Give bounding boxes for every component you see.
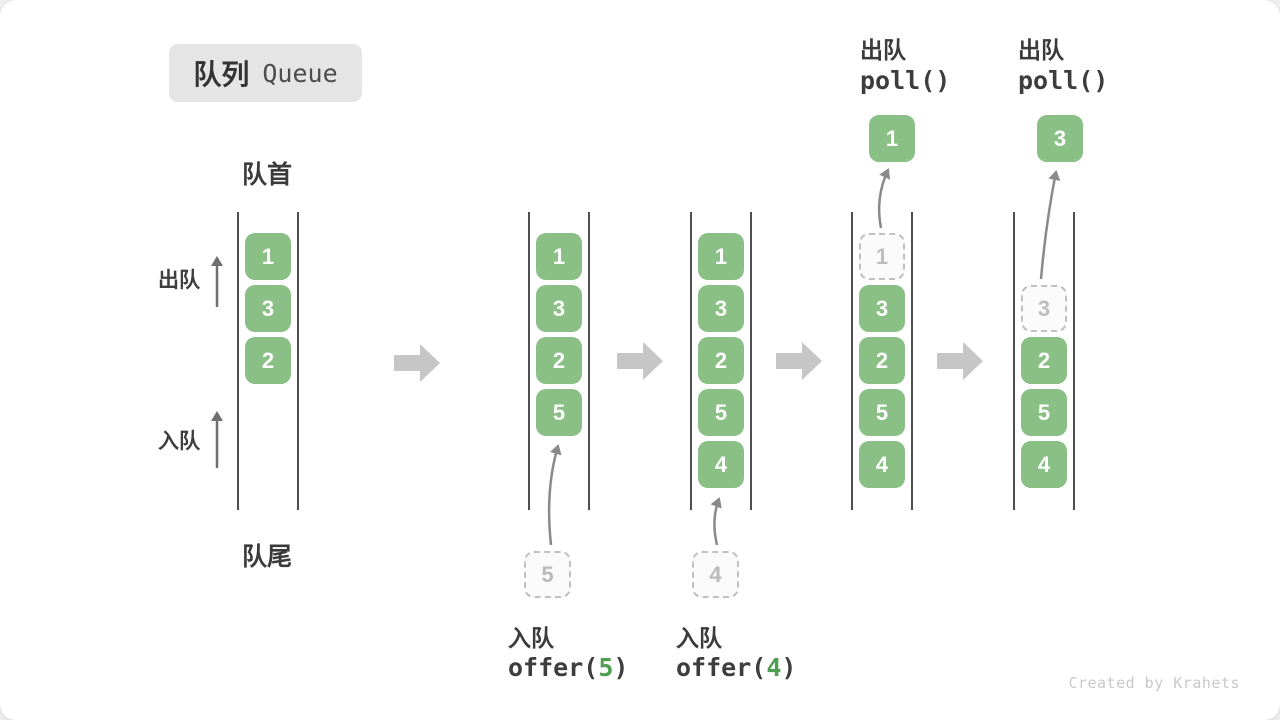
queue-wall-line	[750, 212, 752, 510]
queue-wall-line	[1013, 212, 1015, 510]
dequeue-op-code: poll()	[860, 66, 951, 95]
queue-cell: 4	[698, 441, 744, 488]
poll-arrow-icon	[877, 168, 891, 229]
queue-cell: 2	[859, 337, 905, 384]
front-label: 队首	[242, 161, 293, 189]
pending-cell: 4	[692, 551, 739, 598]
enqueue-op-label: 入队	[508, 625, 554, 651]
code-text: )	[613, 653, 629, 682]
queue-wall-line	[1073, 212, 1075, 510]
code-text: offer(	[676, 653, 767, 682]
code-arg: 5	[598, 653, 614, 682]
enqueue-op-code: offer(4)	[676, 653, 796, 682]
queue-cell: 3	[536, 285, 582, 332]
title-zh: 队列	[193, 59, 250, 90]
block-arrow-right-icon	[394, 344, 440, 382]
enqueue-side-label: 入队	[158, 430, 200, 453]
queue-wall-line	[851, 212, 853, 510]
enqueue-op-label: 入队	[676, 625, 722, 651]
queue-cell: 4	[1021, 441, 1067, 488]
code-arg: 4	[766, 653, 782, 682]
popped-cell: 1	[869, 115, 915, 162]
block-arrow-right-icon	[617, 342, 663, 380]
queue-cell: 3	[245, 285, 291, 332]
queue-cell-removed: 3	[1021, 285, 1067, 332]
queue-cell: 1	[536, 233, 582, 280]
queue-cell: 1	[698, 233, 744, 280]
queue-wall-line	[237, 212, 239, 510]
queue-cell: 5	[859, 389, 905, 436]
code-text: )	[781, 653, 797, 682]
queue-cell: 4	[859, 441, 905, 488]
queue-cell: 2	[1021, 337, 1067, 384]
pending-cell: 5	[524, 551, 571, 598]
dequeue-op-label: 出队	[860, 37, 906, 63]
block-arrow-right-icon	[937, 342, 983, 380]
dequeue-side-label: 出队	[158, 269, 200, 292]
queue-cell: 2	[536, 337, 582, 384]
queue-cell: 5	[536, 389, 582, 436]
queue-cell-removed: 1	[859, 233, 905, 280]
watermark: Created by Krahets	[1068, 674, 1240, 692]
queue-wall-line	[690, 212, 692, 510]
enqueue-op-code: offer(5)	[508, 653, 628, 682]
queue-cell: 5	[698, 389, 744, 436]
title-en: Queue	[262, 58, 338, 88]
code-text: offer(	[508, 653, 599, 682]
queue-cell: 5	[1021, 389, 1067, 436]
queue-wall-line	[911, 212, 913, 510]
queue-cell: 3	[859, 285, 905, 332]
queue-wall-line	[528, 212, 530, 510]
queue-wall-line	[297, 212, 299, 510]
enqueue-arrow-icon	[547, 444, 562, 546]
queue-cell: 1	[245, 233, 291, 280]
queue-cell: 2	[245, 337, 291, 384]
queue-wall-line	[588, 212, 590, 510]
queue-cell: 3	[698, 285, 744, 332]
rear-label: 队尾	[242, 543, 293, 571]
block-arrow-right-icon	[776, 342, 822, 380]
poll-arrow-icon	[1039, 170, 1061, 280]
dequeue-op-code: poll()	[1018, 66, 1109, 95]
title-box: 队列 Queue	[169, 44, 362, 102]
dequeue-op-label: 出队	[1018, 37, 1064, 63]
popped-cell: 3	[1037, 115, 1083, 162]
enqueue-arrow-icon	[710, 497, 722, 546]
queue-cell: 2	[698, 337, 744, 384]
